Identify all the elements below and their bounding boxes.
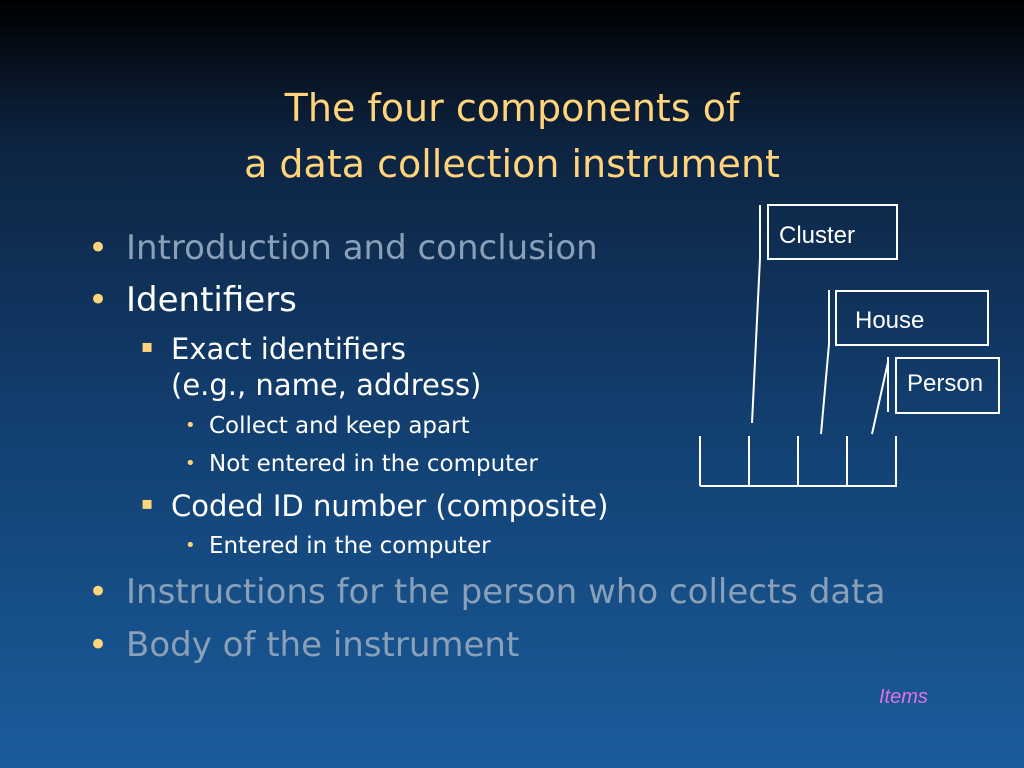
bullet-dot-icon: • <box>88 280 109 320</box>
bullet-dot-icon: • <box>185 535 196 556</box>
square-bullet-icon: ▪ <box>141 493 154 514</box>
house-pointer-line <box>820 343 830 435</box>
sub-sub-bullet-not-entered: • Not entered in the computer <box>185 449 538 479</box>
bullet-text: Body of the instrument <box>126 625 520 665</box>
sub-sub-bullet-collect: • Collect and keep apart <box>185 411 470 441</box>
cluster-label: Cluster <box>779 222 856 249</box>
person-pointer-line <box>871 361 889 435</box>
bullet-text: Collect and keep apart <box>209 413 470 439</box>
bullet-instructions: • Instructions for the person who collec… <box>88 572 886 612</box>
sub-bullet-exact-identifiers-example: (e.g., name, address) <box>171 367 481 403</box>
bullet-text: Introduction and conclusion <box>126 228 598 268</box>
sub-bullet-exact-identifiers: ▪ Exact identifiers <box>141 331 407 367</box>
sub-sub-bullet-entered: • Entered in the computer <box>185 531 491 561</box>
items-label: Items <box>879 686 928 708</box>
bullet-dot-icon: • <box>185 415 196 436</box>
slide-title: The four components of a data collection… <box>0 80 1024 192</box>
bullet-dot-icon: • <box>88 572 109 612</box>
bullet-dot-icon: • <box>88 625 109 665</box>
bullet-text: Not entered in the computer <box>209 451 538 477</box>
cluster-box: Cluster <box>767 204 898 260</box>
bullet-text: Identifiers <box>126 280 297 320</box>
bullet-text: Exact identifiers <box>171 332 407 366</box>
bullet-dot-icon: • <box>88 228 109 268</box>
cluster-pointer-line <box>751 257 761 424</box>
square-bullet-icon: ▪ <box>141 336 154 357</box>
sub-bullet-coded-id: ▪ Coded ID number (composite) <box>141 488 609 524</box>
house-box: House <box>835 290 989 346</box>
bullet-text: Coded ID number (composite) <box>171 489 609 523</box>
bullet-text: (e.g., name, address) <box>171 368 482 402</box>
bullet-text: Instructions for the person who collects… <box>126 572 886 612</box>
title-line-2: a data collection instrument <box>244 142 780 186</box>
house-label: House <box>855 307 925 334</box>
person-label: Person <box>907 370 984 397</box>
title-line-1: The four components of <box>284 86 740 130</box>
bullet-text: Entered in the computer <box>209 533 491 559</box>
person-box: Person <box>895 357 1000 414</box>
bullet-introduction: • Introduction and conclusion <box>88 228 598 268</box>
bullet-body: • Body of the instrument <box>88 625 520 665</box>
bullet-identifiers: • Identifiers <box>88 280 297 320</box>
bullet-dot-icon: • <box>185 453 196 474</box>
